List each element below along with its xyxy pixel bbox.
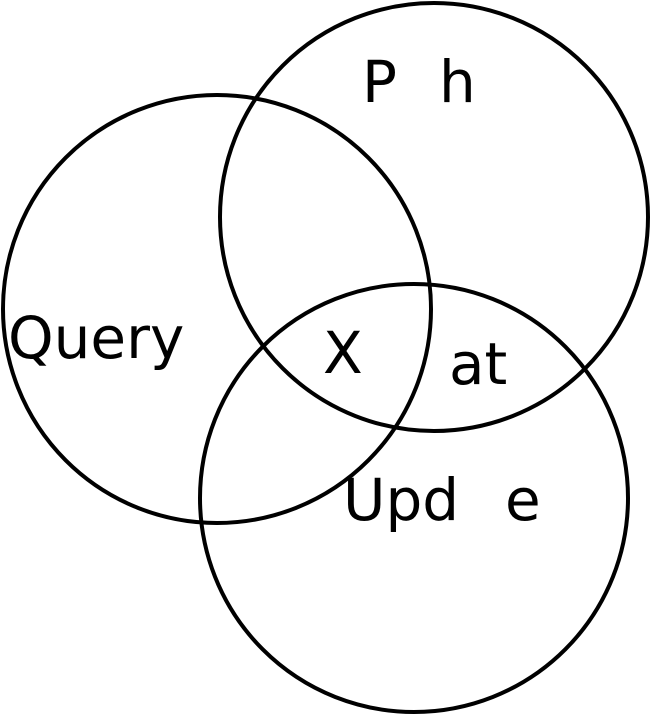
query-set-circle [1, 93, 433, 525]
path-set-circle [218, 1, 650, 433]
center-intersection-label: X [323, 319, 363, 387]
query-label: Query [8, 304, 184, 372]
at-label: at [449, 330, 507, 398]
path-label-h: h [439, 48, 476, 116]
path-label-p: P [362, 48, 397, 116]
update-label-upd: Upd [343, 466, 459, 534]
update-label-e: e [505, 466, 541, 534]
update-set-circle [198, 282, 630, 714]
